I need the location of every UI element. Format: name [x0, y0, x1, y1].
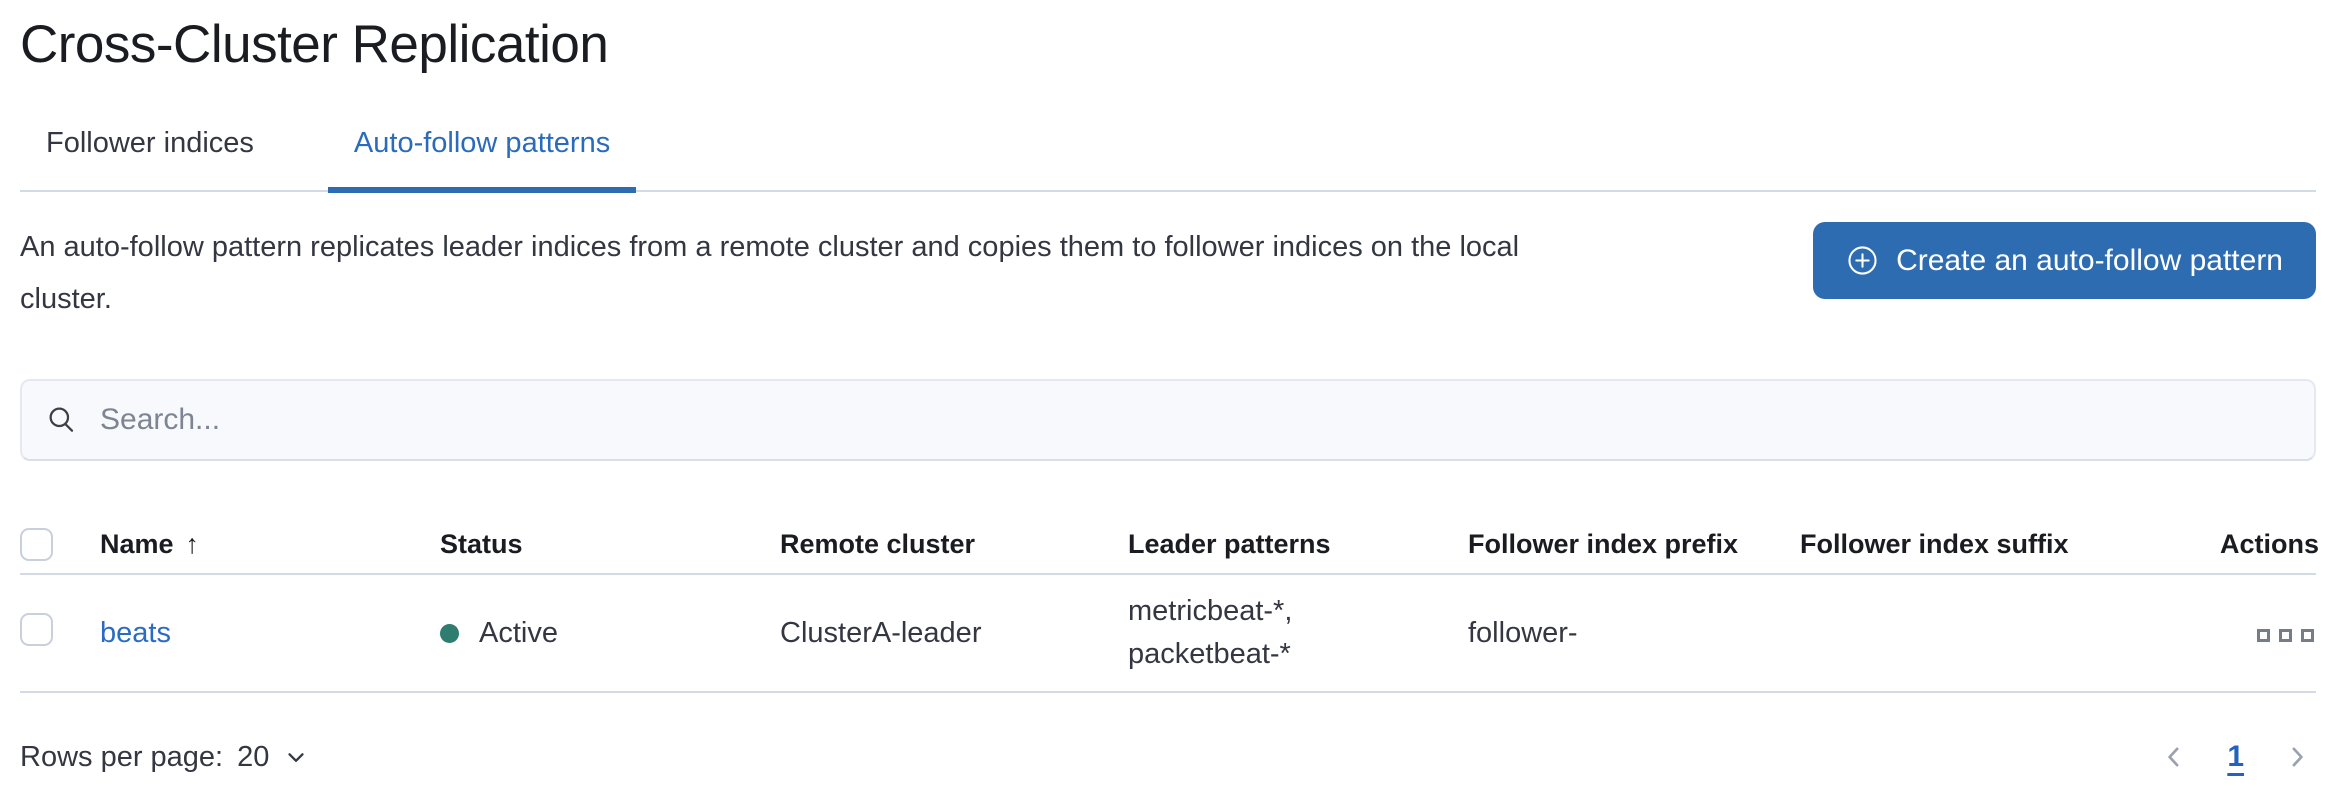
cell-status: Active — [440, 617, 780, 650]
rows-per-page-value: 20 — [237, 740, 270, 773]
plus-in-circle-icon — [1846, 244, 1879, 277]
column-header-actions-label: Actions — [2220, 528, 2320, 559]
cell-remote-cluster: ClusterA-leader — [780, 616, 982, 649]
search-bar — [20, 379, 2316, 462]
column-header-follower-index-suffix-label: Follower index suffix — [1800, 528, 2069, 559]
page-number-1[interactable]: 1 — [2223, 740, 2248, 774]
actions-box-icon — [2301, 628, 2314, 642]
pattern-name-link[interactable]: beats — [100, 616, 171, 649]
next-page-button[interactable] — [2278, 738, 2316, 776]
column-header-remote-cluster: Remote cluster — [780, 529, 1128, 560]
previous-page-button[interactable] — [2155, 738, 2193, 776]
status-active-dot-icon — [440, 623, 459, 643]
table-row-beats: beats Active ClusterA-leader metricbeat-… — [20, 575, 2316, 694]
column-header-name-label: Name — [100, 528, 174, 559]
tab-bar: Follower indices Auto-follow patterns — [20, 121, 2316, 193]
column-header-remote-cluster-label: Remote cluster — [780, 528, 976, 559]
tab-follower-indices[interactable]: Follower indices — [20, 121, 280, 190]
column-header-actions: Actions — [2220, 529, 2319, 560]
tab-auto-follow-patterns-label: Auto-follow patterns — [353, 127, 611, 159]
row-select-cell — [20, 612, 100, 654]
cell-name: beats — [100, 617, 440, 650]
select-all-checkbox[interactable] — [20, 527, 53, 561]
intro-row: An auto-follow pattern replicates leader… — [20, 222, 2316, 325]
cell-actions — [2255, 617, 2316, 650]
chevron-left-icon — [2159, 742, 2189, 772]
cell-leader-patterns: metricbeat-*, packetbeat-* — [1128, 590, 1468, 677]
page-description: An auto-follow pattern replicates leader… — [20, 231, 1520, 315]
leader-patterns-value: metricbeat-*, packetbeat-* — [1128, 594, 1293, 671]
page-title: Cross-Cluster Replication — [20, 15, 609, 74]
auto-follow-patterns-table: Name ↑ Status Remote cluster Leader patt… — [20, 515, 2319, 694]
actions-menu-icon[interactable] — [2255, 623, 2316, 648]
pagination-row: Rows per page: 20 1 — [20, 727, 2316, 787]
column-header-status: Status — [440, 529, 780, 560]
status-label: Active — [479, 616, 558, 649]
row-checkbox[interactable] — [20, 612, 53, 646]
cell-follower-index-prefix: follower- — [1468, 616, 1578, 649]
tab-follower-indices-label: Follower indices — [46, 127, 254, 159]
actions-box-icon — [2279, 628, 2292, 642]
select-all-cell — [20, 527, 100, 561]
column-header-follower-index-prefix-label: Follower index prefix — [1468, 528, 1739, 559]
search-icon — [46, 404, 78, 436]
rows-per-page-button[interactable]: Rows per page: 20 — [20, 741, 309, 774]
column-header-name[interactable]: Name ↑ — [100, 529, 440, 560]
chevron-down-icon — [283, 744, 309, 770]
create-auto-follow-pattern-button[interactable]: Create an auto-follow pattern — [1813, 222, 2316, 299]
column-header-leader-patterns-label: Leader patterns — [1128, 528, 1331, 559]
column-header-status-label: Status — [440, 528, 523, 559]
tab-auto-follow-patterns[interactable]: Auto-follow patterns — [327, 121, 637, 193]
table-header-row: Name ↑ Status Remote cluster Leader patt… — [20, 515, 2319, 576]
column-header-leader-patterns: Leader patterns — [1128, 529, 1468, 560]
search-input[interactable] — [100, 403, 2290, 438]
chevron-right-icon — [2282, 742, 2312, 772]
create-button-label: Create an auto-follow pattern — [1896, 243, 2283, 277]
column-header-follower-index-prefix: Follower index prefix — [1468, 529, 1800, 560]
actions-box-icon — [2257, 628, 2270, 642]
rows-per-page-label: Rows per page: — [20, 740, 224, 773]
pager: 1 — [2155, 738, 2316, 776]
column-header-follower-index-suffix: Follower index suffix — [1800, 529, 2220, 560]
sort-ascending-icon: ↑ — [185, 528, 200, 559]
